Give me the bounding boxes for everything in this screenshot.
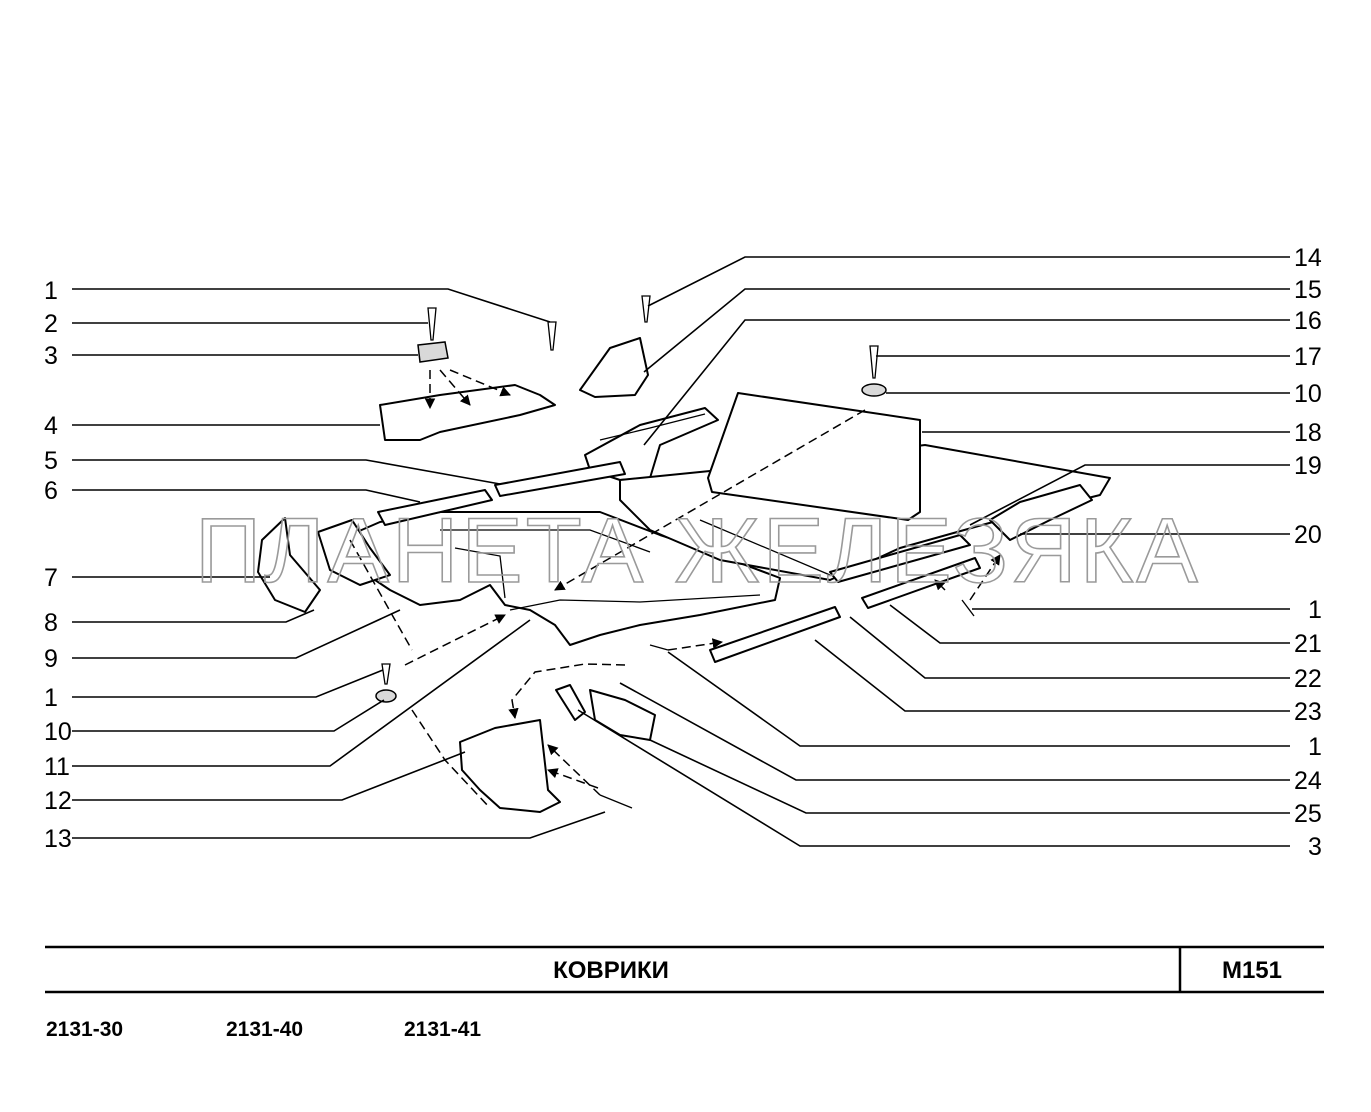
callout-right: 1 [1308,733,1322,761]
diagram-title: КОВРИКИ [553,957,669,984]
callout-right: 22 [1294,665,1322,693]
plug-left [375,689,397,703]
callout-left: 7 [44,564,58,592]
model-code: 2131-40 [226,1018,303,1041]
right-panel-front [989,484,1093,541]
callout-right: 15 [1294,276,1322,304]
model-code: 2131-30 [46,1018,123,1041]
callouts-right: 14 15 16 17 10 18 19 20 1 21 22 23 1 24 … [1294,244,1322,861]
side-panel-inner [317,519,391,586]
model-code: 2131-41 [404,1018,481,1041]
callout-right: 1 [1308,596,1322,624]
sill-strip-middle [494,461,626,497]
plug-right [861,383,887,397]
sill-strip-right [829,534,971,583]
callout-right: 23 [1294,698,1322,726]
callout-left: 6 [44,477,58,505]
callout-left: 1 [44,277,58,305]
page-code: М151 [1222,957,1282,984]
callout-right: 25 [1294,800,1322,828]
title-block: КОВРИКИ М151 2131-30 2131-40 2131-41 [45,945,1324,1041]
rear-seat-back-panel [707,392,921,521]
threshold-strip [709,606,841,663]
parts-artwork [257,295,1111,813]
callout-right: 10 [1294,380,1322,408]
callout-right: 18 [1294,419,1322,447]
callout-right: 17 [1294,343,1322,371]
screw-icon [381,295,975,809]
front-floor-mat [349,511,781,646]
callout-right: 20 [1294,521,1322,549]
callout-left: 2 [44,310,58,338]
callout-right: 21 [1294,630,1322,658]
leader-lines [72,256,1290,847]
callout-left: 9 [44,645,58,673]
bracket [555,684,586,721]
trim-cap [579,337,649,398]
callout-left: 4 [44,412,58,440]
callout-right: 3 [1308,833,1322,861]
callout-right: 19 [1294,452,1322,480]
callout-left: 1 [44,684,58,712]
callout-left: 13 [44,825,72,853]
callouts-left: 1 2 3 4 5 6 7 8 9 1 10 11 12 13 [44,277,72,853]
callout-left: 5 [44,447,58,475]
callout-right: 24 [1294,767,1322,795]
callout-left: 11 [44,753,70,781]
sill-strip-front [377,489,493,526]
sill-strip-rear [861,557,981,609]
callout-right: 14 [1294,244,1322,272]
callout-left: 12 [44,787,72,815]
wheel-arch-cover [459,719,561,813]
watermark-text: ПЛАНЕТА ЖЕЛЕЗЯКА [195,500,1201,602]
front-cover-piece [379,384,556,441]
callout-left: 3 [44,342,58,370]
callout-left: 10 [44,718,72,746]
callout-left: 8 [44,609,58,637]
callout-right: 16 [1294,307,1322,335]
